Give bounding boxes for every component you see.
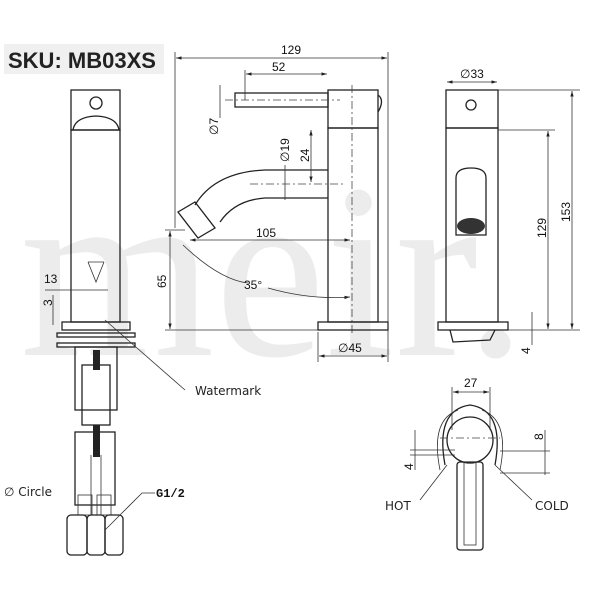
dim-spout-reach: 105 [256,226,276,240]
dim-body-dia: ∅33 [460,67,484,81]
sku-title: SKU: MB03XS [8,48,156,73]
dim-base-dia: ∅45 [338,341,362,355]
side-view: 129 52 ∅7 ∅19 24 105 65 35° ∅45 [155,43,389,362]
dim-spout-height: 65 [155,274,169,288]
sku-background [4,44,164,74]
dim-logo-width: 13 [44,272,58,286]
aerator [457,218,485,234]
dim-offset-4: 4 [402,463,416,470]
dim-spout-dia: ∅19 [278,138,292,162]
cold-label: COLD [535,499,569,513]
dim-spout-angle: 35° [244,278,262,292]
spout [194,169,328,223]
dim-offset-8: 8 [532,433,546,440]
circle-label: ∅ Circle [4,485,52,499]
watermark-logo-icon [87,261,105,284]
dim-overall-length: 129 [281,43,301,57]
hot-label: HOT [385,499,411,513]
dim-base-thickness: 4 [519,347,533,354]
dim-spout-drop: 24 [298,148,312,162]
dim-total-height: 153 [559,202,573,222]
watermark-label: Watermark [195,384,261,398]
front-view: ∅33 153 129 4 [437,67,580,354]
dim-logo-offset: 3 [41,299,55,306]
dim-body-height: 129 [535,218,549,238]
dim-lever-length: 52 [272,60,286,74]
dim-lever-dia: ∅7 [207,118,221,135]
thread-label: G1/2 [156,487,185,501]
brand-watermark: meir. [20,133,527,410]
rear-view: 13 3 Watermark ∅ Circle G1/2 [4,89,261,556]
dim-width: 27 [464,376,478,390]
top-view: 27 8 4 HOT COLD [385,376,569,551]
